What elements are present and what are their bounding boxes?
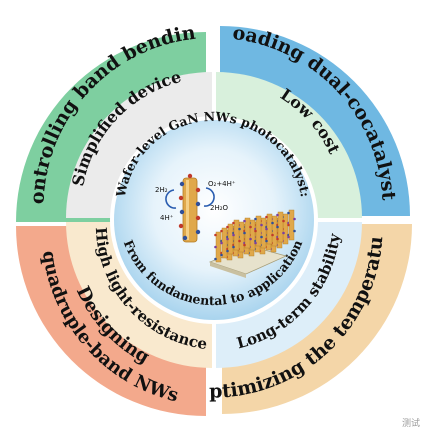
cocatalyst-particle <box>220 229 223 233</box>
cocatalyst-particle <box>220 253 223 257</box>
core-circle <box>114 120 314 320</box>
cocatalyst-particle <box>220 241 223 245</box>
cocatalyst-particle <box>243 231 246 235</box>
cocatalyst-particle <box>232 245 235 249</box>
cocatalyst-particle <box>249 237 252 241</box>
nanowire-single <box>182 177 198 243</box>
cocatalyst-particle <box>260 223 263 227</box>
label-o2-4h: O₂+4H⁺ <box>208 180 236 188</box>
cocatalyst-particle <box>226 249 229 253</box>
cocatalyst-particle <box>271 233 274 237</box>
label-2h2: 2H₂ <box>155 186 168 194</box>
cocatalyst-particle <box>260 235 263 239</box>
cocatalyst-particle <box>276 225 279 229</box>
cocatalyst-particle <box>243 219 246 223</box>
nanowire-illustration: 2H₂ 4H⁺ O₂+4H⁺ 2H₂O <box>155 173 236 243</box>
cocatalyst-particle <box>265 215 268 219</box>
cocatalyst-particle <box>287 235 290 239</box>
cocatalyst-particle <box>265 227 268 231</box>
cocatalyst-particle <box>249 225 252 229</box>
cocatalyst-particle <box>276 237 279 241</box>
cocatalyst-particle <box>238 227 241 231</box>
cocatalyst-particle <box>214 245 217 249</box>
cocatalyst-particle <box>271 221 274 225</box>
cocatalyst-particle <box>293 217 296 221</box>
label-4h-plus: 4H⁺ <box>160 214 174 222</box>
cocatalyst-particle <box>282 219 285 223</box>
cocatalyst-particle <box>226 225 229 229</box>
cocatalyst-particle <box>238 239 241 243</box>
nanowire-array <box>214 209 296 263</box>
cocatalyst-particle <box>232 233 235 237</box>
cocatalyst-particle <box>254 229 257 233</box>
cocatalyst-particle <box>276 213 279 217</box>
cocatalyst-particle <box>282 231 285 235</box>
cocatalyst-particle <box>287 211 290 215</box>
cocatalyst-particle <box>254 217 257 221</box>
wafer-edge <box>210 262 246 278</box>
cocatalyst-particle <box>243 243 246 247</box>
cocatalyst-particle <box>226 237 229 241</box>
nanowire-single-shine <box>186 180 189 240</box>
cocatalyst-particle <box>232 221 235 225</box>
cocatalyst-particle <box>214 257 217 261</box>
cocatalyst-particle <box>254 241 257 245</box>
cocatalyst-particle <box>293 229 296 233</box>
wafer-illustration <box>208 209 296 278</box>
nanowire-particles <box>178 173 201 241</box>
cocatalyst-particle <box>214 233 217 237</box>
cocatalyst-particle <box>287 223 290 227</box>
label-2h2o: 2H₂O <box>210 204 229 212</box>
watermark: 测试 <box>401 419 420 429</box>
reaction-arrows <box>165 187 215 209</box>
cocatalyst-particle <box>265 239 268 243</box>
